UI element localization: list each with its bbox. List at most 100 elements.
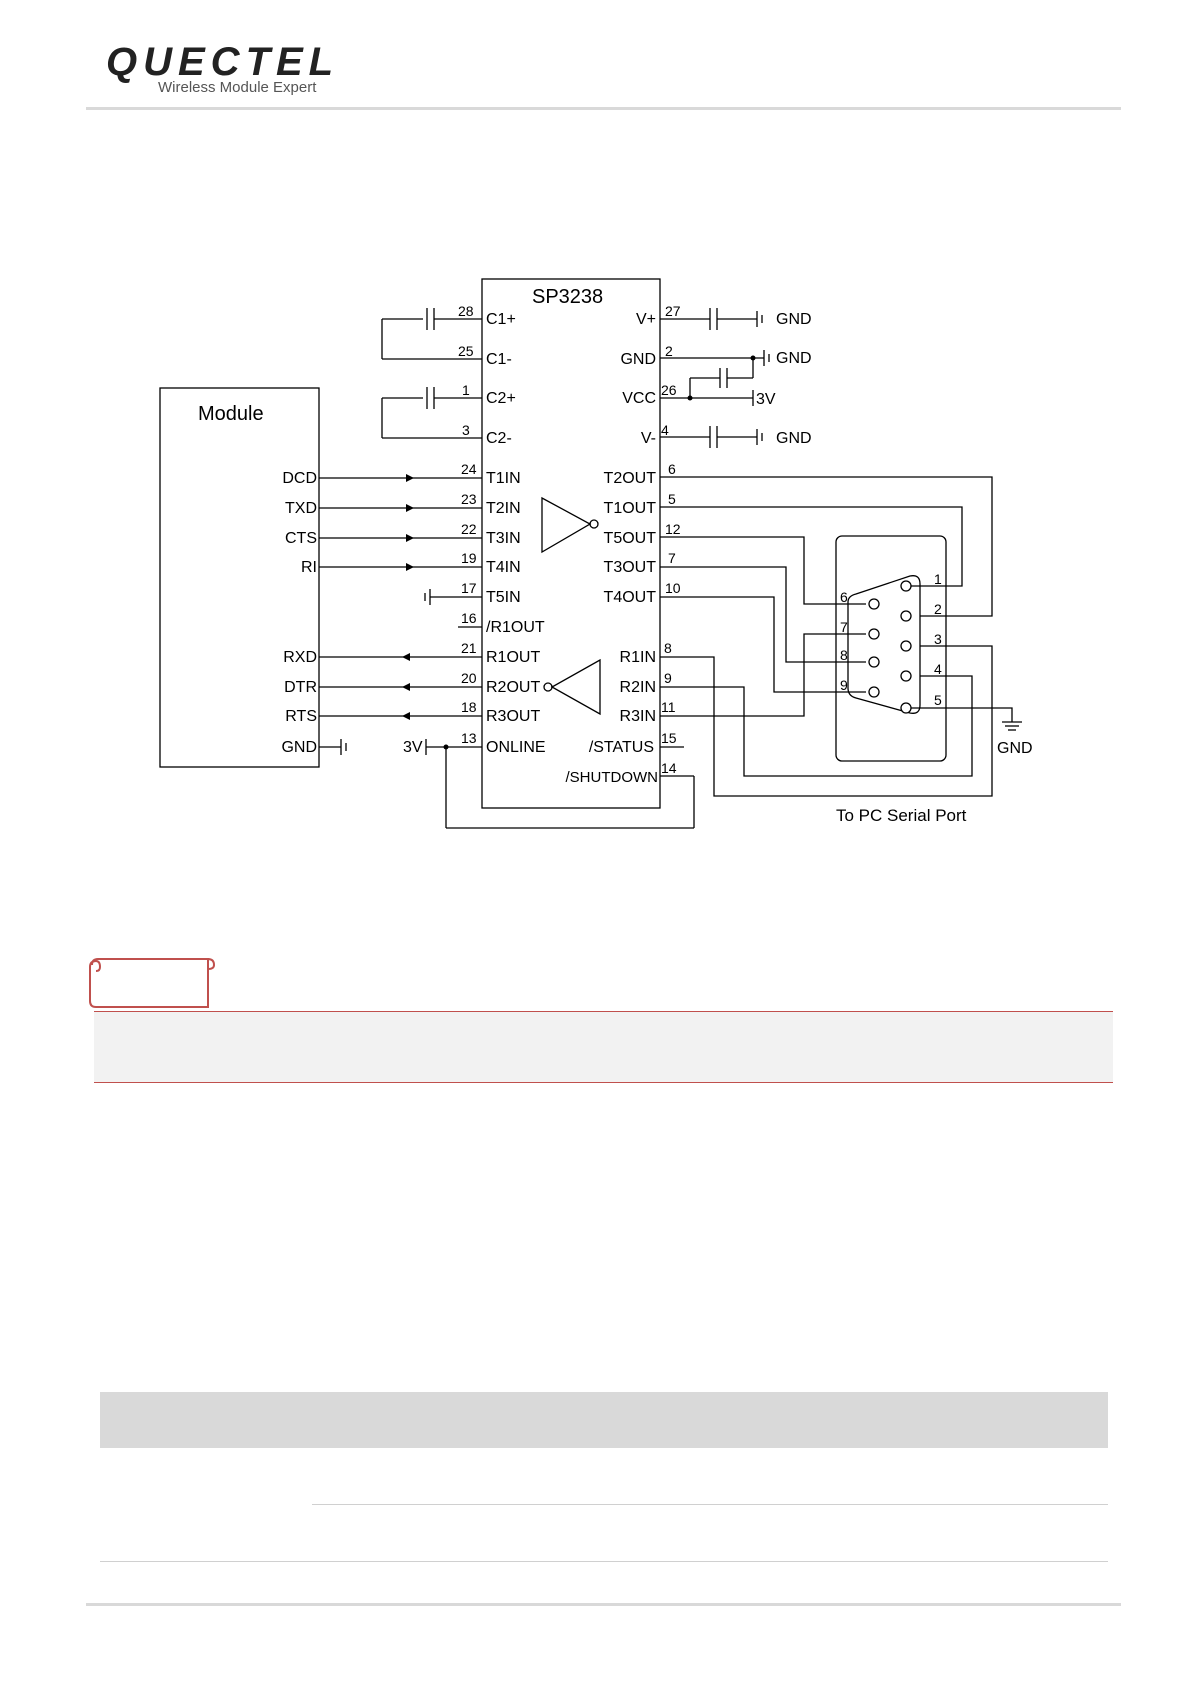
module-pin: DCD xyxy=(282,470,317,487)
pin-number: 11 xyxy=(661,699,676,715)
table-header-cell xyxy=(660,1392,1108,1448)
module-pin: RI xyxy=(301,559,317,576)
pin-name: /STATUS xyxy=(589,739,654,756)
pin-number: 19 xyxy=(461,550,477,566)
pin-number: 8 xyxy=(664,640,672,656)
pin-name: C1- xyxy=(486,351,512,368)
pin-number: 20 xyxy=(461,670,477,686)
db9-pin-number: 8 xyxy=(840,647,848,663)
pin-number: 13 xyxy=(461,730,477,746)
db9-pin-number: 4 xyxy=(934,661,942,677)
pin-name: R2OUT xyxy=(486,679,540,696)
pin-name: T3OUT xyxy=(604,559,657,576)
online-3v-label: 3V xyxy=(403,739,423,756)
pin-number: 24 xyxy=(461,461,477,477)
pin-name: R3IN xyxy=(620,708,656,725)
pin-name: V+ xyxy=(636,311,656,328)
module-pin: GND xyxy=(281,739,317,756)
db9-outline xyxy=(835,535,947,762)
pin-number: 3 xyxy=(462,422,470,438)
db9-pin-number: 5 xyxy=(934,692,942,708)
vcc-3v-label: 3V xyxy=(756,391,776,408)
table-header-cell xyxy=(526,1392,660,1448)
pin-name: T1IN xyxy=(486,470,521,487)
pin-number: 10 xyxy=(665,580,681,596)
table-row xyxy=(100,1448,1108,1562)
module-pin: DTR xyxy=(284,679,317,696)
db9-pin-number: 3 xyxy=(934,631,942,647)
pin-name: /R1OUT xyxy=(486,619,545,636)
table-row xyxy=(100,1504,1108,1562)
pin-name: R1OUT xyxy=(486,649,540,666)
db9-connector xyxy=(847,575,921,714)
pin-number: 21 xyxy=(461,640,477,656)
note-box xyxy=(94,1011,1113,1083)
company-tagline: Wireless Module Expert xyxy=(158,79,317,96)
db9-pin-number: 1 xyxy=(934,571,942,587)
company-logo: QUECTEL xyxy=(106,40,340,84)
pin-name: R3OUT xyxy=(486,708,540,725)
table-cell xyxy=(312,1448,526,1505)
ic-body xyxy=(481,278,661,809)
pin-name: T2IN xyxy=(486,500,521,517)
pin-number: 1 xyxy=(462,382,470,398)
pin-name: T5IN xyxy=(486,589,521,606)
pin-number: 16 xyxy=(461,610,477,626)
db9-pin-number: 2 xyxy=(934,601,942,617)
pin-name: T4OUT xyxy=(604,589,657,606)
pin-number: 18 xyxy=(461,699,477,715)
pin-name: VCC xyxy=(622,390,656,407)
pin-number: 14 xyxy=(661,760,677,776)
pin-number: 9 xyxy=(664,670,672,686)
db9-pin-number: 9 xyxy=(840,677,848,693)
table-cell xyxy=(526,1448,660,1505)
pin-number: 26 xyxy=(661,382,677,398)
pc-label: To PC Serial Port xyxy=(836,806,967,825)
pin-number: 25 xyxy=(458,343,474,359)
pin-name: C2- xyxy=(486,430,512,447)
pin-name: T3IN xyxy=(486,530,521,547)
gnd-label: GND xyxy=(776,311,812,328)
pin-name: T4IN xyxy=(486,559,521,576)
pin-name: C1+ xyxy=(486,311,516,328)
pin-number: 22 xyxy=(461,521,477,537)
note-scroll-icon xyxy=(89,958,216,1008)
pin-name: R2IN xyxy=(620,679,656,696)
db9-gnd-label: GND xyxy=(997,740,1033,757)
module-pin: RTS xyxy=(285,708,317,725)
table-cell xyxy=(100,1448,312,1562)
pin-name: R1IN xyxy=(620,649,656,666)
pin-name: ONLINE xyxy=(486,739,546,756)
data-table xyxy=(100,1392,1108,1562)
footer-divider xyxy=(86,1603,1121,1606)
pin-name: GND xyxy=(620,351,656,368)
pin-number: 15 xyxy=(661,730,677,746)
table-cell xyxy=(312,1504,526,1562)
pin-number: 23 xyxy=(461,491,477,507)
pin-number: 6 xyxy=(668,461,676,477)
pin-name: /SHUTDOWN xyxy=(566,769,659,786)
table-header-row xyxy=(100,1392,1108,1448)
pin-name: T2OUT xyxy=(604,470,657,487)
rs232-schematic: SP3238 Module To PC Serial Port C1+ C1- … xyxy=(159,278,1033,829)
pin-number: 12 xyxy=(665,521,681,537)
pin-number: 28 xyxy=(458,303,474,319)
pin-name: T5OUT xyxy=(604,530,657,547)
module-label: Module xyxy=(198,403,264,425)
table-header-cell xyxy=(100,1392,312,1448)
db9-pin-number: 7 xyxy=(840,619,848,635)
gnd-label: GND xyxy=(776,430,812,447)
pin-name: C2+ xyxy=(486,390,516,407)
pin-number: 4 xyxy=(661,422,669,438)
table-cell xyxy=(660,1448,1108,1505)
db9-pin-number: 6 xyxy=(840,589,848,605)
table-cell xyxy=(660,1504,1108,1562)
pin-number: 7 xyxy=(668,550,676,566)
pin-number: 2 xyxy=(665,343,673,359)
header-divider xyxy=(86,107,1121,110)
ic-name: SP3238 xyxy=(532,286,603,308)
module-pin: RXD xyxy=(283,649,317,666)
module-box xyxy=(159,387,320,768)
module-pin: TXD xyxy=(285,500,317,517)
pin-number: 17 xyxy=(461,580,477,596)
